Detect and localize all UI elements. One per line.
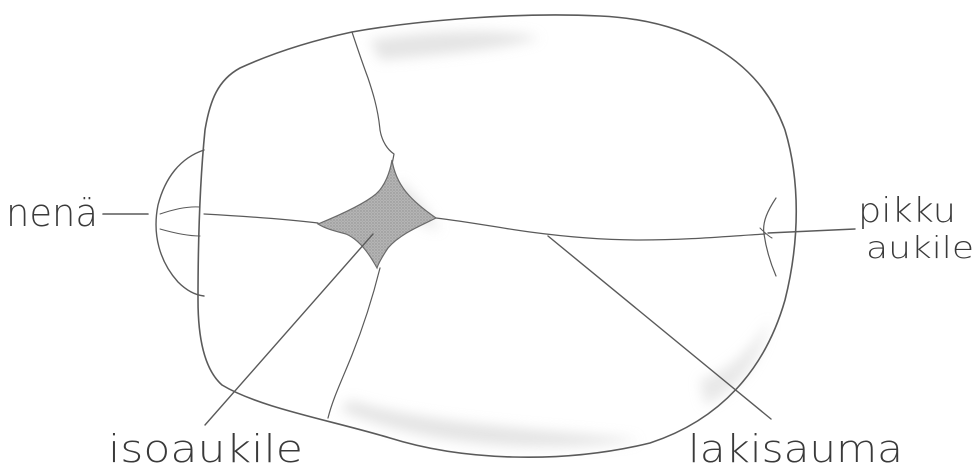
- nose-label: nenä: [6, 191, 98, 235]
- large-fontanelle-area: [318, 160, 436, 268]
- coronal-suture-lower: [328, 268, 380, 418]
- sagittal-suture-leader-line: [548, 236, 771, 419]
- nose-line-upper: [160, 207, 200, 214]
- nose-outline: [156, 150, 204, 296]
- large-fontanelle-leader-line: [205, 234, 373, 425]
- skull-shading: [340, 31, 770, 446]
- small-fontanelle-label-line1: pikku: [858, 191, 956, 231]
- nose-line-lower: [160, 229, 200, 236]
- sagittal-suture: [436, 218, 765, 240]
- large-fontanelle-label: isoaukile: [108, 427, 303, 470]
- small-fontanelle-label-line2: aukile: [866, 231, 974, 266]
- small-fontanelle-leader-line: [768, 229, 855, 233]
- sagittal-suture-label: lakisauma: [688, 427, 903, 470]
- frontal-suture: [204, 214, 318, 223]
